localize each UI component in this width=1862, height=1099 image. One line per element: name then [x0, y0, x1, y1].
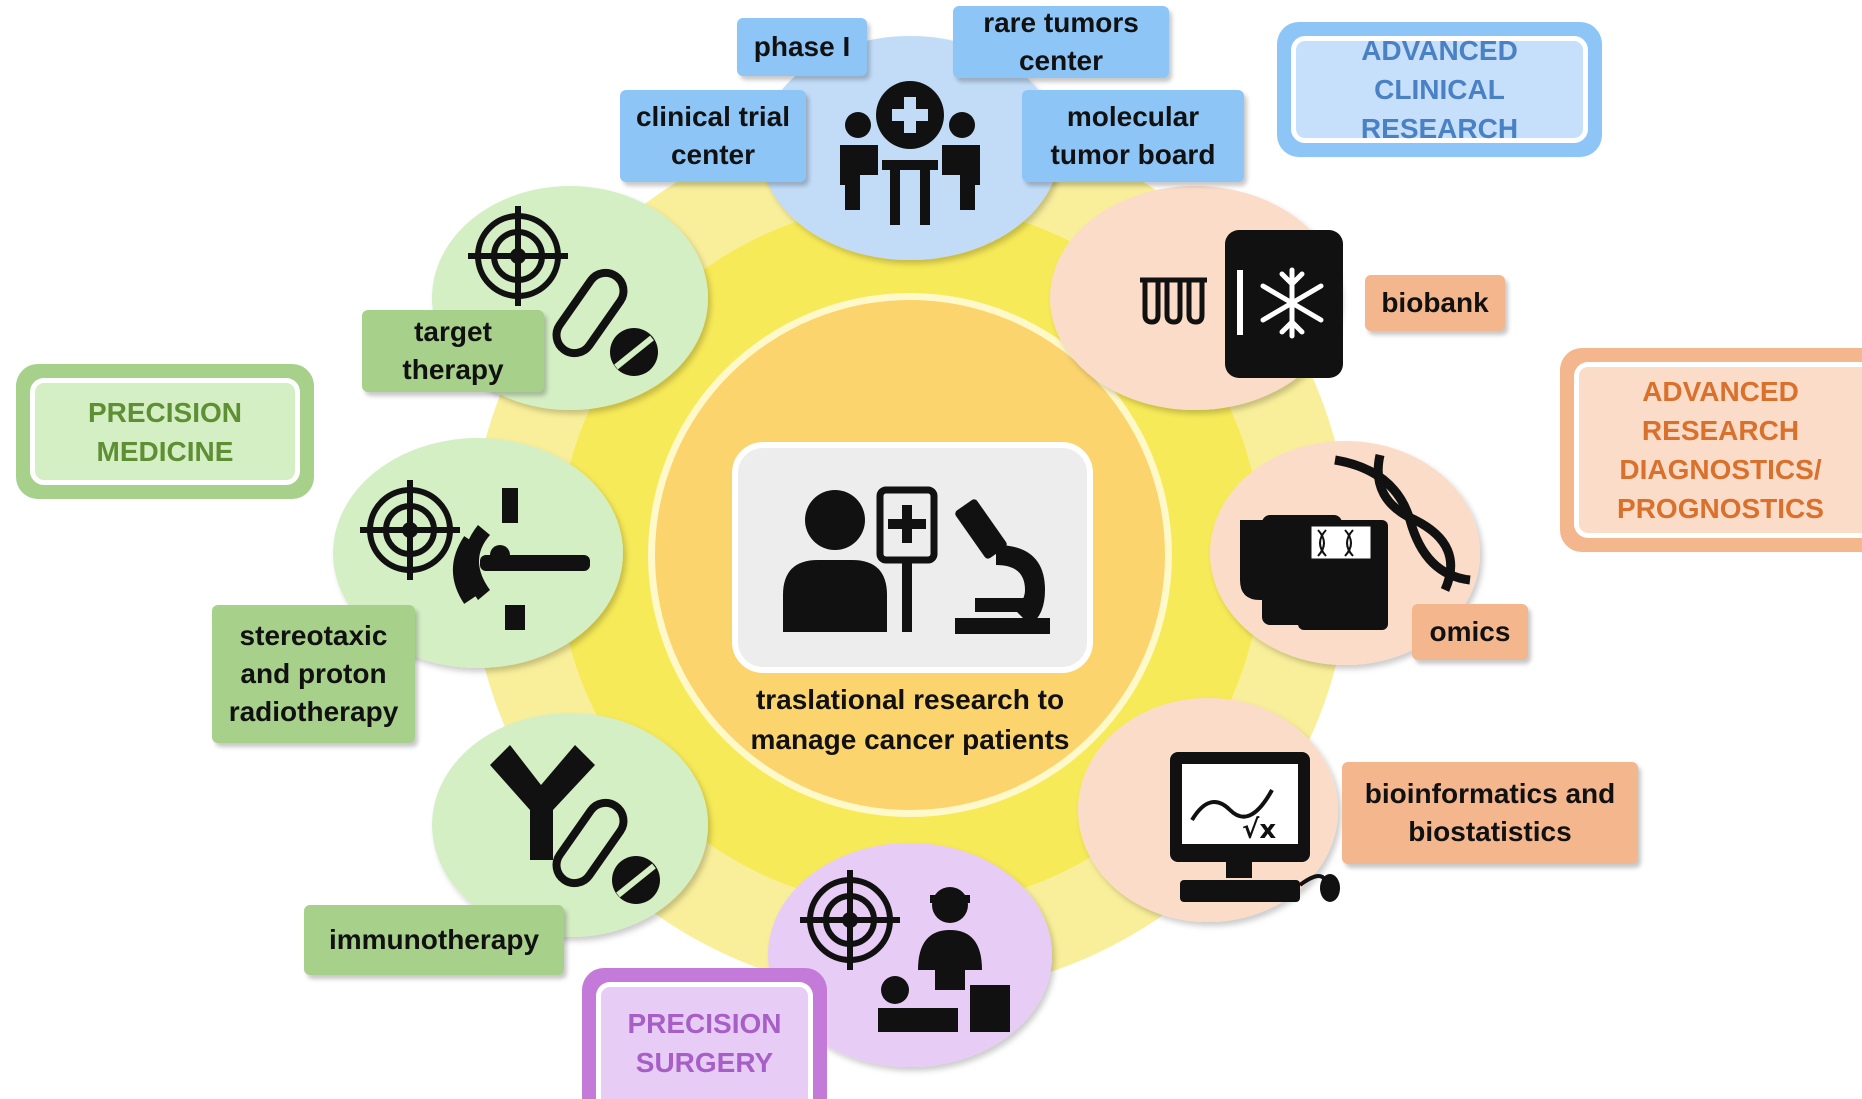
label-stereotaxic: stereotaxic and proton radiotherapy — [212, 605, 415, 743]
category-precision-medicine-label: PRECISION MEDICINE — [30, 378, 300, 485]
category-precision-surgery-label: PRECISION SURGERY — [596, 982, 813, 1099]
radiotherapy-target-icon — [360, 480, 460, 580]
target-therapy-pill-icon — [552, 268, 628, 358]
category-precision-surgery: PRECISION SURGERY — [582, 968, 827, 1099]
label-omics: omics — [1412, 604, 1528, 660]
computer-icon: √x — [1170, 752, 1340, 902]
radiotherapy-machine-icon — [453, 488, 590, 630]
clinical-team-icon — [840, 81, 980, 225]
target-therapy-tablet-icon — [610, 328, 658, 376]
category-precision-medicine: PRECISION MEDICINE — [16, 364, 314, 499]
antibody-icon — [490, 745, 595, 860]
pill-icon — [552, 798, 628, 888]
iv-drip-icon — [876, 486, 938, 632]
patient-icon — [783, 490, 887, 632]
label-biobank: biobank — [1365, 275, 1505, 331]
label-clinical-trial-center: clinical trial center — [620, 90, 806, 182]
category-advanced-research-diagnostics: ADVANCED RESEARCH DIAGNOSTICS/ PROGNOSTI… — [1560, 348, 1862, 552]
tablet-icon — [612, 856, 660, 904]
label-phase-i: phase I — [737, 18, 867, 76]
sequencer-icon — [1240, 515, 1388, 630]
microscope-icon — [955, 499, 1050, 634]
label-immunotherapy: immunotherapy — [304, 905, 564, 975]
label-rare-tumors-center: rare tumors center — [953, 6, 1169, 78]
category-advanced-clinical-research: ADVANCED CLINICAL RESEARCH — [1277, 22, 1602, 157]
category-advanced-research-diagnostics-label: ADVANCED RESEARCH DIAGNOSTICS/ PROGNOSTI… — [1574, 362, 1862, 538]
surgeon-icon — [878, 887, 1010, 1032]
surgery-target-icon — [800, 870, 900, 970]
category-advanced-clinical-research-label: ADVANCED CLINICAL RESEARCH — [1291, 35, 1588, 144]
dna-icon — [1334, 454, 1471, 592]
label-bioinformatics: bioinformatics and biostatistics — [1342, 762, 1638, 864]
freezer-icon — [1225, 230, 1343, 378]
svg-text:√x: √x — [1242, 815, 1276, 845]
label-molecular-tumor-board: molecular tumor board — [1022, 90, 1244, 182]
center-text: traslational research to manage cancer p… — [750, 684, 1070, 755]
test-tubes-icon — [1140, 277, 1207, 325]
target-therapy-target-icon — [468, 206, 568, 306]
label-target-therapy: target therapy — [362, 310, 544, 392]
